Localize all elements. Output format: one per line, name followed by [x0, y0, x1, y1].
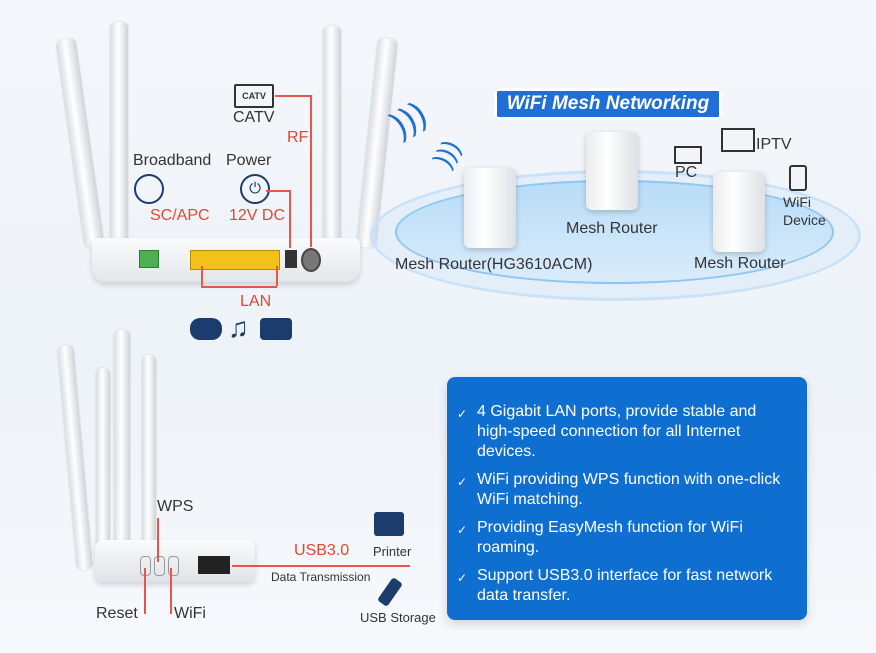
rf-label: RF: [287, 129, 309, 146]
camera-icon: [260, 318, 292, 340]
mesh-router-center: [586, 132, 638, 210]
check-icon: ✓: [457, 523, 468, 537]
iptv-label: IPTV: [756, 136, 792, 153]
feature-3: ✓ Providing EasyMesh function for WiFi r…: [457, 518, 795, 558]
usb-stick-icon: [377, 577, 403, 607]
phone-icon: [789, 165, 807, 191]
feature-1-line-2: high-speed connection for all Internet: [477, 423, 741, 440]
feature-1-line-3: devices.: [477, 443, 536, 460]
mesh-router-main: [464, 168, 516, 248]
feature-3-line-2: roaming.: [477, 539, 540, 556]
feature-4-line-2: data transfer.: [477, 587, 571, 604]
feature-2-line-2: WiFi matching.: [477, 491, 583, 508]
mesh-title: WiFi Mesh Networking: [494, 88, 722, 120]
feature-1: ✓ 4 Gigabit LAN ports, provide stable an…: [457, 402, 795, 462]
mesh-router-right: [713, 172, 765, 252]
usb-port: [198, 556, 230, 574]
feature-1-line-1: 4 Gigabit LAN ports, provide stable and: [477, 403, 757, 420]
laptop-icon: [674, 146, 702, 164]
lan-ports: [190, 250, 280, 270]
broadband-label: Broadband: [133, 152, 212, 169]
catv-label: CATV: [233, 109, 275, 126]
catv-port: [301, 248, 321, 272]
dc-port: [285, 250, 297, 268]
printer-label: Printer: [373, 544, 412, 559]
wifi-signal-icon: ))): [384, 94, 433, 145]
data-transmission-label: Data Transmission: [271, 570, 371, 584]
catv-icon-text: CATV: [242, 91, 266, 101]
wifi-device-label-2: Device: [783, 212, 826, 228]
tv-icon: [721, 128, 755, 152]
check-icon: ✓: [457, 407, 468, 421]
mesh-center-label: Mesh Router: [566, 220, 658, 237]
catv-tv-icon: CATV: [234, 84, 274, 108]
feature-2: ✓ WiFi providing WPS function with one-c…: [457, 470, 795, 510]
lan-label: LAN: [240, 293, 272, 310]
music-icon: ♫: [228, 312, 249, 343]
check-icon: ✓: [457, 475, 468, 489]
sc-apc-port: [139, 250, 159, 268]
mesh-main-label: Mesh Router(HG3610ACM): [395, 256, 593, 273]
wifi-device-label-1: WiFi: [783, 194, 811, 210]
printer-icon: [374, 512, 404, 536]
dc-label: 12V DC: [229, 207, 286, 224]
power-icon: ⏻: [240, 174, 270, 204]
wps-label: WPS: [157, 498, 194, 515]
feature-3-line-1: Providing EasyMesh function for WiFi: [477, 519, 743, 536]
feature-4-line-1: Support USB3.0 interface for fast networ…: [477, 567, 773, 584]
check-icon: ✓: [457, 571, 468, 585]
reset-label: Reset: [96, 605, 138, 622]
wifi-button-label: WiFi: [174, 605, 206, 622]
wifi-signal-icon-small: ))): [427, 134, 467, 173]
globe-icon: [134, 174, 164, 204]
usb-label: USB3.0: [294, 542, 350, 559]
mesh-right-label: Mesh Router: [694, 255, 786, 272]
power-label: Power: [226, 152, 272, 169]
feature-4: ✓ Support USB3.0 interface for fast netw…: [457, 566, 795, 606]
sc-apc-label: SC/APC: [150, 207, 210, 224]
features-panel: ✓ 4 Gigabit LAN ports, provide stable an…: [447, 377, 807, 620]
pc-label: PC: [675, 164, 698, 181]
gamepad-icon: [190, 318, 222, 340]
feature-2-line-1: WiFi providing WPS function with one-cli…: [477, 471, 781, 488]
usb-storage-label: USB Storage: [360, 610, 436, 625]
